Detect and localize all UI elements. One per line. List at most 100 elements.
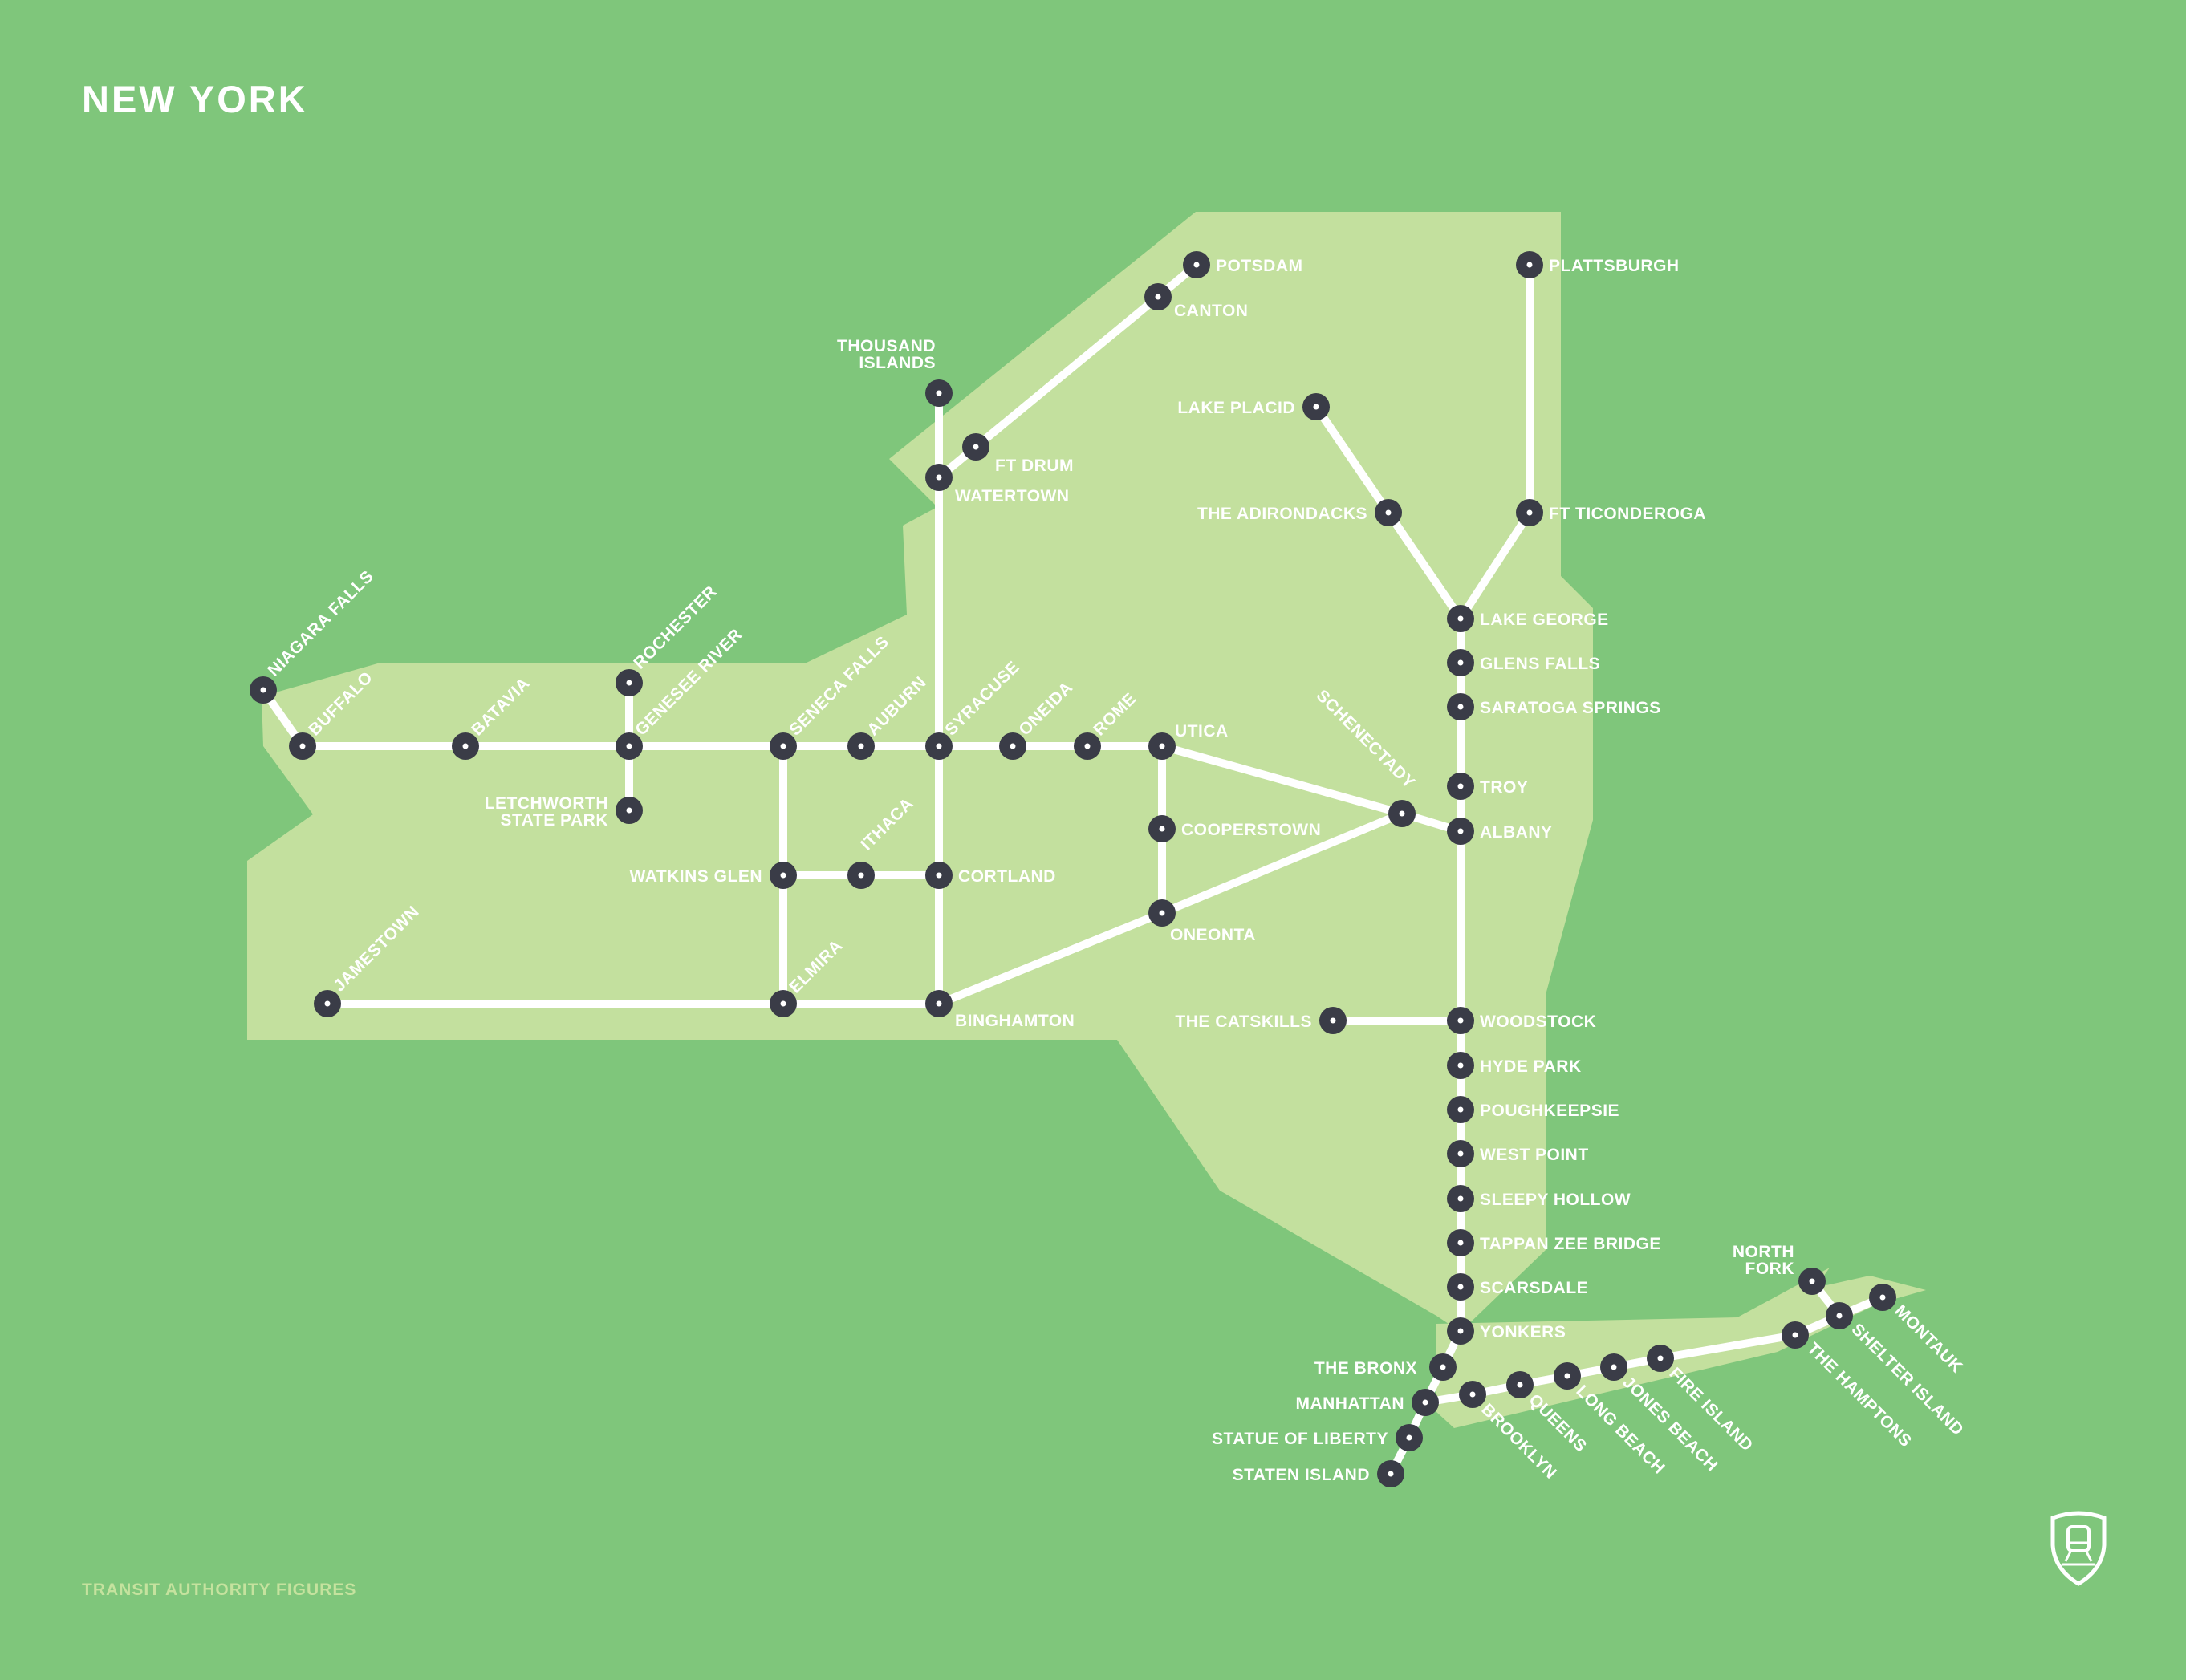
station-troy[interactable]	[1447, 773, 1474, 800]
station-marker-dot	[1457, 1195, 1464, 1202]
station-ithaca[interactable]	[847, 862, 875, 889]
station-shelter-island[interactable]	[1826, 1302, 1853, 1329]
station-label-troy: TROY	[1480, 778, 1528, 797]
station-plattsburgh[interactable]	[1516, 251, 1543, 278]
station-watertown[interactable]	[925, 464, 953, 491]
station-elmira[interactable]	[770, 990, 797, 1017]
station-utica[interactable]	[1148, 732, 1176, 760]
station-label-oneonta: ONEONTA	[1170, 926, 1256, 944]
station-marker-dot	[1457, 1062, 1464, 1069]
station-marker-dot	[973, 444, 979, 450]
station-staten-island[interactable]	[1377, 1460, 1404, 1487]
station-marker-dot	[626, 680, 632, 686]
station-jones-beach[interactable]	[1600, 1353, 1627, 1381]
station-glens-falls[interactable]	[1447, 649, 1474, 676]
station-syracuse[interactable]	[925, 732, 953, 760]
station-yonkers[interactable]	[1447, 1317, 1474, 1345]
station-marker-dot	[1526, 509, 1533, 516]
station-marker-dot	[1457, 828, 1464, 834]
station-tappan-zee[interactable]	[1447, 1229, 1474, 1256]
station-the-adirondacks[interactable]	[1375, 499, 1402, 526]
station-poughkeepsie[interactable]	[1447, 1096, 1474, 1123]
station-genesee-river[interactable]	[616, 732, 643, 760]
station-marker-dot	[1159, 743, 1165, 749]
station-cortland[interactable]	[925, 862, 953, 889]
station-marker-dot	[1457, 783, 1464, 789]
station-label-plattsburgh: PLATTSBURGH	[1549, 257, 1680, 275]
station-marker-dot	[1388, 1471, 1394, 1477]
station-lake-george[interactable]	[1447, 605, 1474, 632]
station-marker-dot	[1457, 1150, 1464, 1157]
station-label-canton: CANTON	[1174, 302, 1248, 320]
station-the-bronx[interactable]	[1429, 1353, 1457, 1381]
station-west-point[interactable]	[1447, 1140, 1474, 1167]
station-thousand-islands[interactable]	[925, 379, 953, 407]
station-label-saratoga-springs: SARATOGA SPRINGS	[1480, 699, 1661, 717]
station-rochester[interactable]	[616, 669, 643, 696]
station-canton[interactable]	[1144, 283, 1172, 310]
station-marker-dot	[324, 1000, 331, 1007]
station-batavia[interactable]	[452, 732, 479, 760]
station-auburn[interactable]	[847, 732, 875, 760]
station-manhattan[interactable]	[1412, 1389, 1439, 1416]
station-marker-dot	[1457, 615, 1464, 622]
station-albany[interactable]	[1447, 818, 1474, 845]
rail-line-1	[259, 686, 1465, 835]
station-schenectady[interactable]	[1388, 800, 1416, 827]
station-the-catskills[interactable]	[1319, 1007, 1347, 1034]
station-statue-of-liberty[interactable]	[1396, 1424, 1423, 1451]
station-marker-dot	[1657, 1355, 1664, 1361]
station-the-hamptons[interactable]	[1782, 1321, 1809, 1349]
station-queens[interactable]	[1506, 1371, 1534, 1398]
station-buffalo[interactable]	[289, 732, 316, 760]
station-marker-dot	[936, 872, 942, 879]
station-letchworth[interactable]	[616, 797, 643, 824]
rail-line-4	[935, 261, 1201, 481]
station-jamestown[interactable]	[314, 990, 341, 1017]
station-scarsdale[interactable]	[1447, 1273, 1474, 1301]
station-hyde-park[interactable]	[1447, 1052, 1474, 1079]
station-binghamton[interactable]	[925, 990, 953, 1017]
station-oneonta[interactable]	[1148, 899, 1176, 927]
station-saratoga-springs[interactable]	[1447, 693, 1474, 720]
station-label-manhattan: MANHATTAN	[1295, 1394, 1404, 1413]
station-north-fork[interactable]	[1798, 1268, 1826, 1295]
station-marker-dot	[1809, 1278, 1815, 1284]
station-label-woodstock: WOODSTOCK	[1480, 1012, 1596, 1031]
station-woodstock[interactable]	[1447, 1007, 1474, 1034]
station-label-the-hamptons: THE HAMPTONS	[1803, 1339, 1915, 1451]
station-marker-dot	[1517, 1382, 1523, 1388]
station-marker-dot	[936, 474, 942, 481]
station-potsdam[interactable]	[1183, 251, 1210, 278]
station-marker-dot	[1406, 1434, 1412, 1441]
station-niagara-falls[interactable]	[250, 676, 277, 704]
station-label-west-point: WEST POINT	[1480, 1146, 1589, 1164]
station-marker-dot	[1457, 1240, 1464, 1246]
station-sleepy-hollow[interactable]	[1447, 1185, 1474, 1212]
station-rome[interactable]	[1074, 732, 1101, 760]
station-marker-dot	[1440, 1364, 1446, 1370]
station-cooperstown[interactable]	[1148, 815, 1176, 842]
station-fire-island[interactable]	[1647, 1345, 1674, 1372]
station-watkins-glen[interactable]	[770, 862, 797, 889]
station-ft-ticonderoga[interactable]	[1516, 499, 1543, 526]
station-oneida[interactable]	[999, 732, 1026, 760]
station-label-statue-of-liberty: STATUE OF LIBERTY	[1212, 1430, 1388, 1448]
station-brooklyn[interactable]	[1459, 1381, 1486, 1408]
station-long-beach[interactable]	[1554, 1362, 1581, 1390]
station-marker-dot	[1457, 1284, 1464, 1290]
station-seneca-falls[interactable]	[770, 732, 797, 760]
station-montauk[interactable]	[1869, 1284, 1896, 1311]
station-lake-placid[interactable]	[1302, 393, 1330, 420]
station-label-albany: ALBANY	[1480, 823, 1553, 842]
station-label-cooperstown: COOPERSTOWN	[1181, 821, 1321, 839]
station-marker-dot	[626, 807, 632, 814]
station-label-watertown: WATERTOWN	[955, 487, 1070, 505]
station-label-the-adirondacks: THE ADIRONDACKS	[1197, 505, 1367, 523]
station-marker-dot	[1010, 743, 1016, 749]
station-ft-drum[interactable]	[962, 433, 989, 461]
